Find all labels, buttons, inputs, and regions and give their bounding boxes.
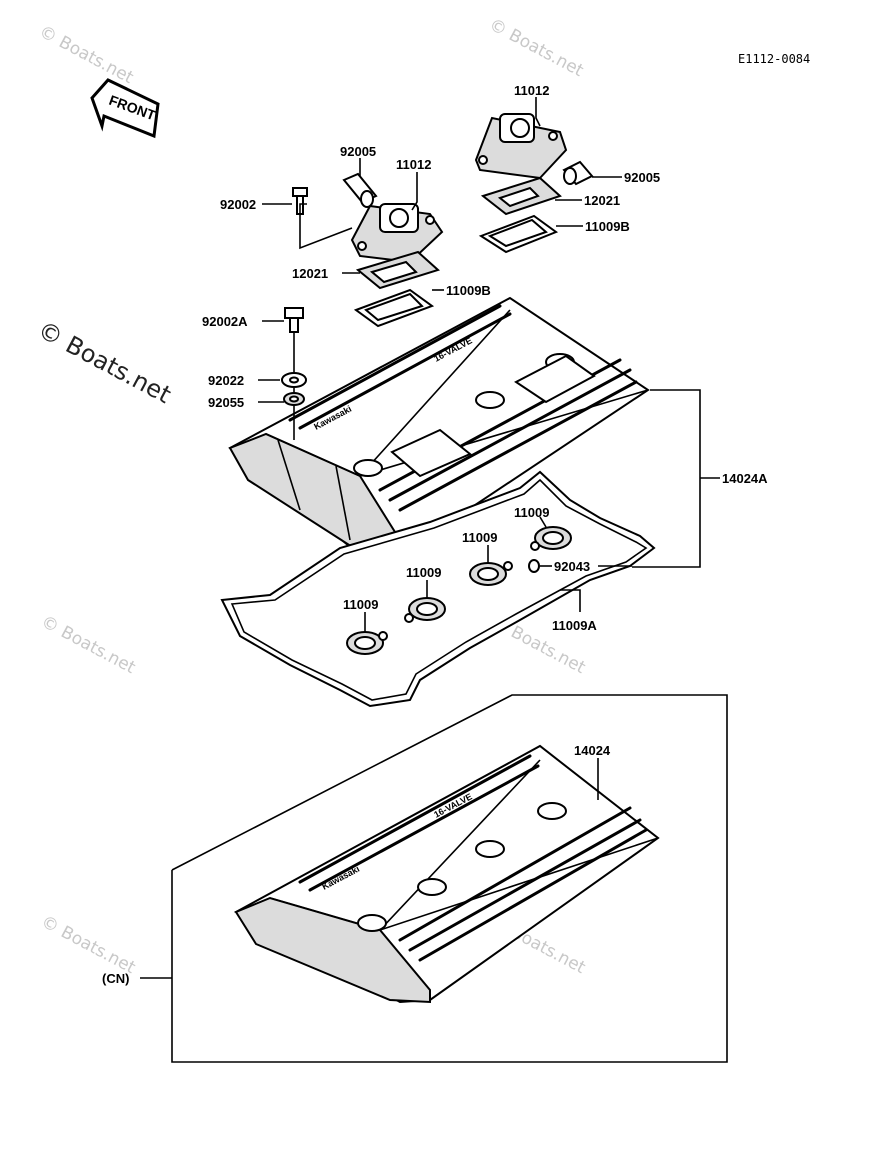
watermark: © Boats.net — [38, 912, 139, 979]
plate-right-12021 — [480, 176, 562, 216]
label-11009-a: 11009 — [514, 505, 549, 520]
label-92005-right: 92005 — [624, 170, 660, 185]
label-92002A: 92002A — [202, 314, 248, 329]
label-11009B-left: 11009B — [446, 283, 491, 298]
gasket-right-11009B — [478, 214, 559, 254]
breather-cover-left — [350, 203, 444, 264]
label-14024A: 14024A — [722, 471, 768, 486]
label-92022: 92022 — [208, 373, 244, 388]
label-14024: 14024 — [574, 743, 611, 758]
head-cover-14024: Kawasaki 16-VALVE — [233, 744, 660, 1004]
label-11012-right: 11012 — [514, 83, 549, 98]
front-arrow-sign: FRONT — [90, 78, 160, 139]
label-11009-c: 11009 — [406, 565, 441, 580]
label-11009A: 11009A — [552, 618, 597, 633]
dowel-92043 — [528, 559, 540, 573]
cn-variant-box — [171, 694, 728, 1063]
plug-seal-b — [469, 561, 513, 586]
label-11009-b: 11009 — [462, 530, 497, 545]
plate-left-12021 — [355, 250, 440, 290]
label-92005-left: 92005 — [340, 144, 376, 159]
grommet-92055 — [283, 392, 305, 406]
watermark: © Boats.net — [36, 22, 137, 89]
watermark-large: © Boats.net — [33, 316, 175, 409]
plug-right-92005 — [562, 160, 594, 186]
label-12021-left: 12021 — [292, 266, 328, 281]
label-92055: 92055 — [208, 395, 244, 410]
bolt-92002A — [284, 307, 304, 333]
label-11012-left: 11012 — [396, 157, 431, 172]
watermark: © Boats.net — [486, 15, 587, 82]
watermark: © Boats.net — [38, 612, 139, 679]
plug-seal-d — [346, 631, 388, 655]
leader-lines — [140, 97, 720, 979]
label-12021-right: 12021 — [584, 193, 620, 208]
head-cover-14024A: Kawasaki 16-VALVE — [228, 296, 650, 557]
part-labels: 11012 92005 12021 11009B 92005 11012 920… — [102, 83, 768, 986]
label-92043: 92043 — [554, 559, 590, 574]
diagram-code: E1112-0084 — [738, 52, 810, 66]
label-92002: 92002 — [220, 197, 256, 212]
plug-seal-a — [530, 526, 572, 551]
washer-92022 — [281, 372, 307, 388]
label-11009B-right: 11009B — [585, 219, 630, 234]
gasket-left-11009B — [353, 288, 435, 328]
breather-cover-right — [474, 113, 568, 180]
plug-left-92005 — [342, 172, 378, 208]
label-11009-d: 11009 — [343, 597, 378, 612]
label-cn: (CN) — [102, 971, 129, 986]
